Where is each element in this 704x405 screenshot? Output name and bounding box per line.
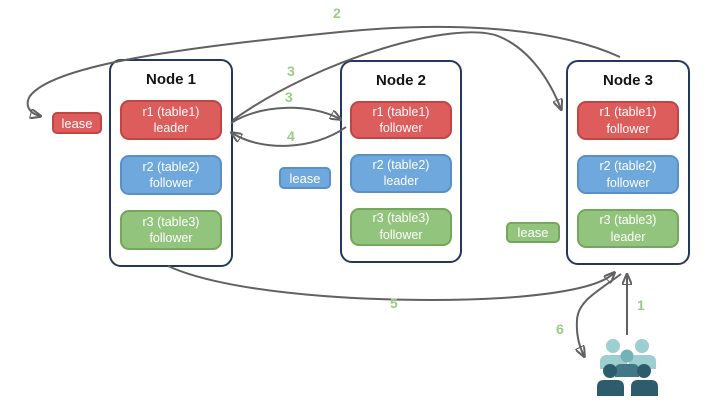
replica-label: r3 (table3) (599, 213, 657, 227)
replica-role: follower (606, 175, 650, 190)
replica-label: r2 (table2) (599, 159, 657, 173)
step-label-1: 1 (637, 297, 645, 313)
users-icon-group (597, 339, 658, 396)
node3-replica-r3: r3 (table3) leader (577, 209, 679, 248)
step-label-3b: 3 (285, 89, 293, 105)
replica-label: r2 (table2) (142, 159, 200, 174)
step-label-6: 6 (556, 321, 564, 337)
replica-role: follower (379, 121, 423, 136)
replica-role: leader (383, 174, 419, 189)
lease-text: lease (517, 225, 549, 240)
replica-role: follower (149, 176, 193, 190)
lease-text: lease (289, 170, 321, 186)
lease-label-blue: lease (279, 167, 331, 189)
replica-role: leader (610, 229, 646, 244)
step-label-5: 5 (390, 295, 398, 311)
step-label-2: 2 (333, 5, 341, 21)
replica-role: follower (379, 227, 423, 242)
node1-replica-r3: r3 (table3) follower (120, 210, 222, 250)
node1-replica-r2: r2 (table2) follower (120, 155, 222, 195)
node2-replica-r2: r2 (table2) leader (350, 154, 452, 193)
replica-role: follower (606, 121, 650, 136)
lease-label-green: lease (506, 222, 560, 243)
lease-label-red: lease (52, 112, 102, 134)
replica-role: follower (149, 231, 193, 245)
replica-role: leader (153, 121, 189, 135)
node3-replica-r2: r2 (table2) follower (577, 155, 679, 194)
replica-label: r3 (table3) (372, 211, 430, 226)
replica-label: r2 (table2) (372, 157, 430, 172)
node2-replica-r3: r3 (table3) follower (350, 207, 452, 246)
lease-text: lease (61, 115, 93, 131)
replica-label: r3 (table3) (142, 214, 200, 229)
step-label-3a: 3 (287, 63, 295, 79)
step-label-4: 4 (287, 128, 295, 144)
